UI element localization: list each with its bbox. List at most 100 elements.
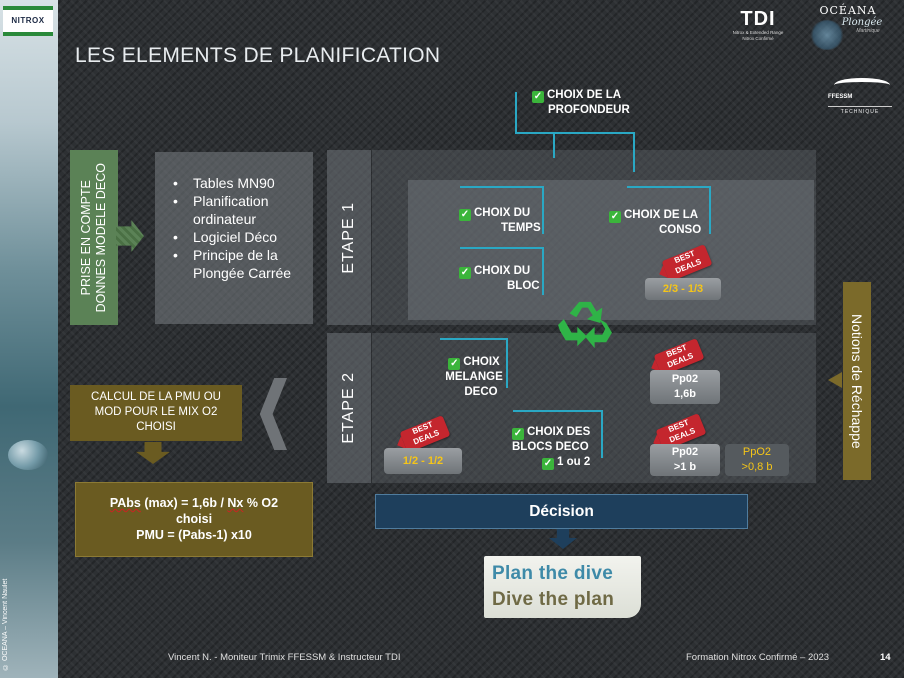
arrow-down-icon <box>136 442 170 464</box>
wave-icon <box>834 78 890 92</box>
connector-line <box>542 186 544 234</box>
choix-blocs-line-3: 1 ou 2 <box>557 456 591 468</box>
plan-the-dive-box: Plan the dive Dive the plan <box>484 556 641 618</box>
ppo2-2-line-2: >1 b <box>673 461 697 473</box>
choix-temps: ✓CHOIX DU TEMPS <box>459 206 541 236</box>
ppo2-badge-0-8: PpO2 >0,8 b <box>725 444 789 476</box>
ffessm-technique-logo: FFESSM TECHNIQUE <box>828 78 892 115</box>
checkbox-checked-icon: ✓ <box>459 267 471 279</box>
list-item: Tables MN90 <box>167 174 313 192</box>
choix-conso-line-2: CONSO <box>659 224 702 236</box>
checkbox-checked-icon: ✓ <box>448 358 461 370</box>
notions-rechappe-box: Notions de Réchappe <box>843 282 871 480</box>
ratio-badge-etape-1: 2/3 - 1/3 <box>645 278 721 300</box>
etape-1-label: ETAPE 1 <box>340 201 357 274</box>
connector-line <box>542 247 544 295</box>
tdi-logo: TDI Nitrox & Extended Range Nitrox Confi… <box>724 8 792 42</box>
left-decorative-strip <box>0 0 58 678</box>
connector-line <box>460 186 544 188</box>
choix-conso-line-1: CHOIX DE LA <box>624 209 699 221</box>
formula-part-1: (max) = 1,6b / <box>140 496 228 510</box>
ppo2-3-line-1: PpO2 <box>742 446 772 458</box>
deco-tools-box: Tables MN90 Planification ordinateur Log… <box>155 152 313 324</box>
nitrox-logo: NITROX <box>3 6 53 36</box>
ppo2-1-line-2: 1,6b <box>673 388 696 400</box>
list-item: Logiciel Déco <box>167 228 313 246</box>
connector-line <box>440 338 508 340</box>
checkbox-checked-icon: ✓ <box>512 428 524 440</box>
footer-author: Vincent N. - Moniteur Trimix FFESSM & In… <box>168 652 401 663</box>
technique-text: TECHNIQUE <box>828 106 892 115</box>
calcul-line-1: CALCUL DE LA PMU OU <box>91 391 221 403</box>
checkbox-checked-icon: ✓ <box>459 209 471 221</box>
deco-tools-list: Tables MN90 Planification ordinateur Log… <box>167 174 313 282</box>
choix-melange-line-2: MELANGE <box>445 371 503 383</box>
arrow-left-icon <box>828 372 842 388</box>
prise-line-1: PRISE EN COMPTE <box>79 179 93 296</box>
calcul-line-3: CHOISI <box>136 421 176 433</box>
decision-bar: Décision <box>375 494 748 529</box>
choix-conso: ✓CHOIX DE LA CONSO <box>609 208 701 238</box>
formula-nx: Nx <box>227 496 244 510</box>
connector-line <box>515 92 517 134</box>
footer-course: Formation Nitrox Confirmé – 2023 <box>686 652 830 663</box>
formula-line-2: choisi <box>175 512 213 526</box>
globe-icon <box>810 20 844 50</box>
choix-blocs-line-1: CHOIX DES <box>527 426 591 438</box>
choix-bloc-line-2: BLOC <box>507 280 540 292</box>
checkbox-checked-icon: ✓ <box>609 211 621 223</box>
oceana-plongee-logo: OCÉANA Plongée Martinique <box>796 4 900 50</box>
ratio-badge-etape-2: 1/2 - 1/2 <box>384 448 462 474</box>
tdi-logo-text: TDI <box>740 8 776 30</box>
choix-temps-line-1: CHOIX DU <box>474 207 531 219</box>
notions-rechappe-label: Notions de Réchappe <box>849 313 865 449</box>
page-number: 14 <box>880 652 891 663</box>
choix-temps-line-2: TEMPS <box>501 222 541 234</box>
list-item: Principe de la Plongée Carrée <box>167 246 313 282</box>
plongee-text: Plongée <box>841 17 883 28</box>
copyright-text: © OCEANA – Vincent Naulet <box>2 578 9 670</box>
formula-box: PAbs (max) = 1,6b / Nx % O2 choisi PMU =… <box>75 482 313 557</box>
list-item: Planification ordinateur <box>167 192 313 228</box>
connector-line <box>515 132 635 134</box>
tdi-logo-subtitle: Nitrox & Extended Range <box>732 30 784 35</box>
connector-line <box>601 410 603 458</box>
ppo2-3-line-2: >0,8 b <box>741 461 773 473</box>
etape-1-inner-panel <box>408 180 814 320</box>
connector-line <box>460 247 544 249</box>
connector-line <box>627 186 711 188</box>
plan-line-2: Dive the plan <box>492 589 615 610</box>
chevron-left-icon <box>259 378 287 450</box>
arrow-down-icon <box>549 529 577 549</box>
ppo2-badge-1: Pp02 >1 b <box>650 444 720 476</box>
nitrox-logo-text: NITROX <box>11 16 45 25</box>
ffessm-text: FFESSM <box>828 94 853 100</box>
arrow-right-icon <box>116 220 144 252</box>
martinique-text: Martinique <box>856 28 880 34</box>
formula-pabs: PAbs <box>109 496 141 510</box>
connector-line <box>506 338 508 388</box>
water-drop-image <box>8 440 48 470</box>
checkbox-checked-icon: ✓ <box>542 458 554 470</box>
tdi-logo-subtitle-2: Nitrox Confirmé <box>742 36 774 41</box>
prise-line-2: DONNES MODELE DECO <box>94 162 108 313</box>
etape-2-label: ETAPE 2 <box>340 372 357 444</box>
oceana-text: OCÉANA <box>819 4 877 17</box>
connector-line <box>553 134 555 158</box>
formula-line-3: PMU = (Pabs-1) x10 <box>136 528 252 542</box>
choix-profondeur-line-1: CHOIX DE LA <box>547 89 622 101</box>
recycle-icon <box>558 301 612 349</box>
connector-line <box>513 410 603 412</box>
choix-melange-line-1: CHOIX <box>463 356 500 368</box>
connector-line <box>709 186 711 234</box>
ppo2-1-line-1: Pp02 <box>671 373 699 385</box>
connector-line <box>633 132 635 172</box>
page-title: LES ELEMENTS DE PLANIFICATION <box>75 44 441 67</box>
ppo2-2-line-1: Pp02 <box>671 446 699 458</box>
